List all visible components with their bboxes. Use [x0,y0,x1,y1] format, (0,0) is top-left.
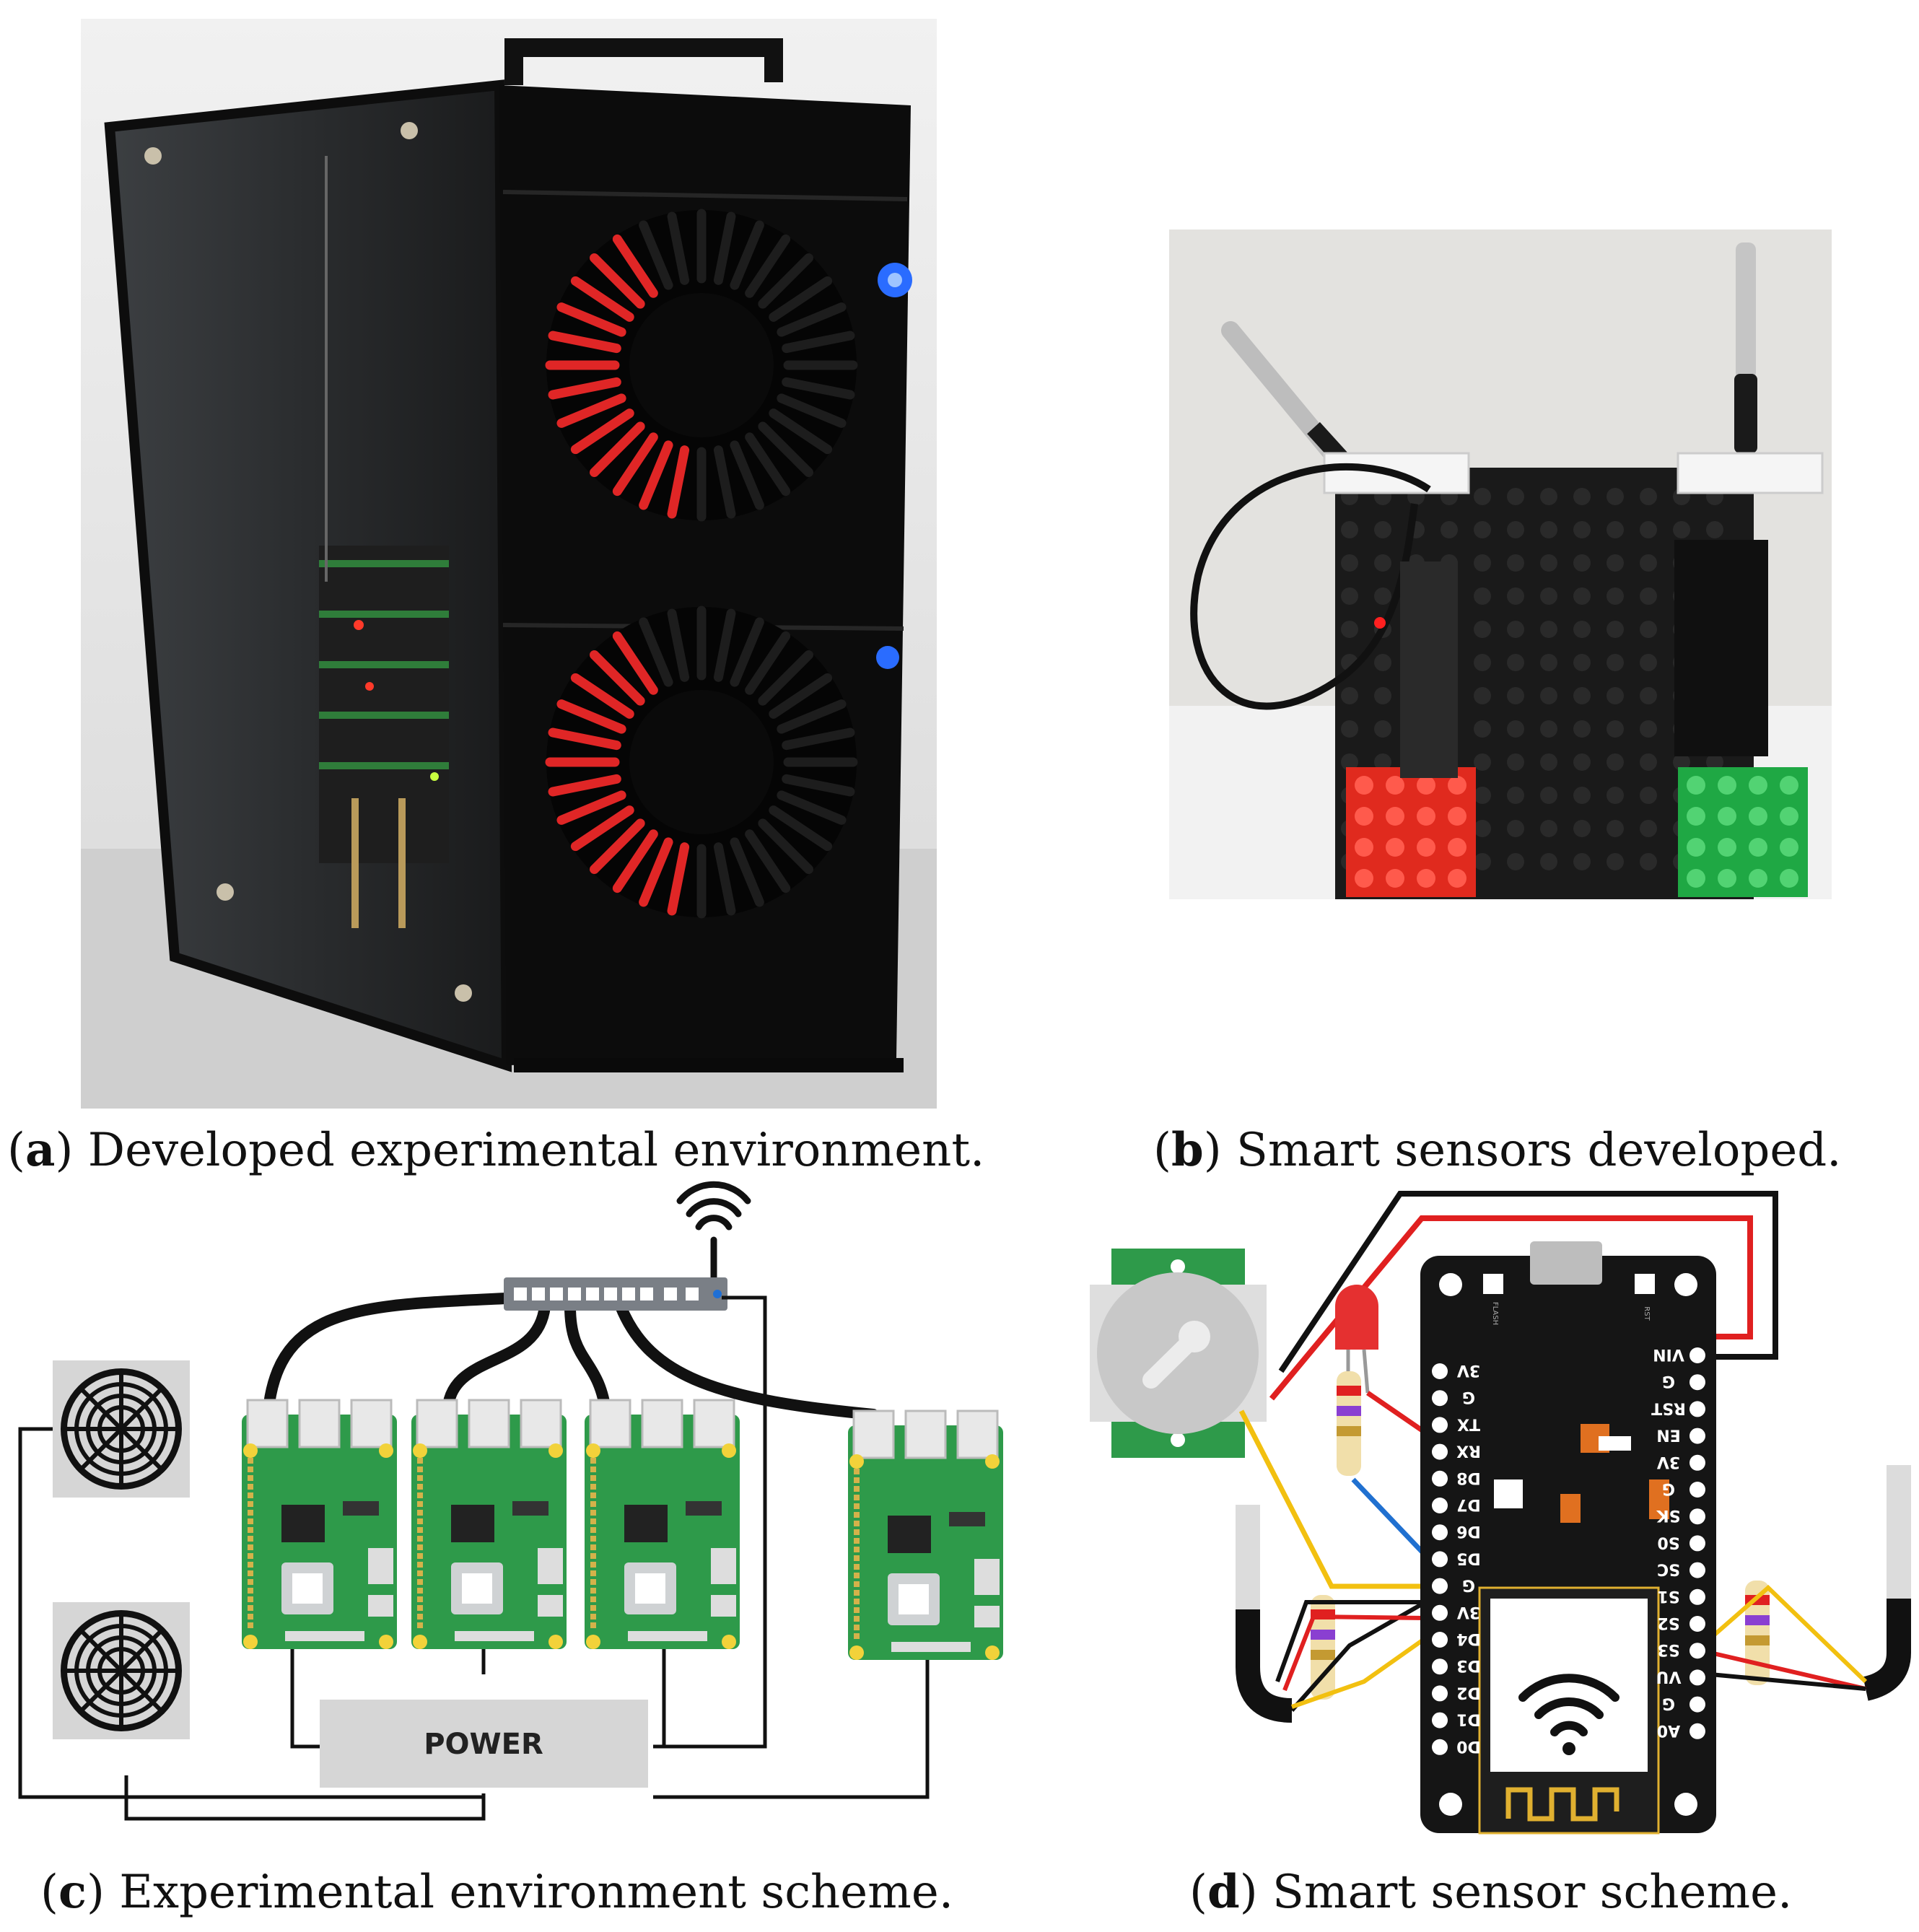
pin-hole [1689,1643,1705,1659]
status-led-icon [876,646,899,669]
fan-icon [53,1602,190,1739]
pin-hole [1432,1443,1448,1460]
caption-c: (c) Experimental environment scheme. [40,1865,954,1919]
pin-hole [1432,1498,1448,1513]
left-pin-label: D7 [1456,1495,1481,1513]
pin-hole [1432,1632,1448,1648]
front-fan-top-icon [545,209,858,522]
sensor-scheme-diagram: FLASH RST 3VGTXRXD8D7D6D5G3VD4D3D2D1D0VI… [1090,1191,1911,1835]
pin-hole [1432,1739,1448,1755]
experimental-environment-photo [81,19,937,1109]
pin-hole [1432,1604,1448,1621]
panel-a-photo [81,19,937,1109]
usb-port-icon [1530,1241,1602,1285]
left-pin-label: D2 [1456,1683,1481,1701]
raspberry-pi-stack [319,546,449,928]
smart-sensor-photo [1169,230,1832,901]
panel-c-scheme: POWER [0,1176,1025,1826]
temperature-probe-left-icon [1236,1505,1293,1723]
left-pin-label: 3V [1457,1603,1480,1621]
pin-hole [1689,1723,1705,1739]
temperature-probe-right-icon [1736,242,1756,380]
left-pin-label: D1 [1456,1710,1481,1728]
environment-scheme-diagram: POWER [18,1181,1003,1821]
resistor-icon [1311,1595,1335,1700]
front-fan-bottom-icon [545,606,858,919]
right-pin-label: SK [1656,1506,1681,1524]
right-pin-label: RST [1651,1399,1686,1417]
pin-hole [1432,1578,1448,1594]
pin-hole [1689,1428,1705,1444]
pin-hole [1689,1588,1705,1605]
pin-hole [1432,1685,1448,1702]
caption-b: (b) Smart sensors developed. [1153,1123,1842,1177]
right-pin-label: G [1662,1695,1675,1713]
left-pin-label: D8 [1456,1469,1481,1487]
resistor-icon [1337,1371,1361,1476]
left-pin-label: D3 [1456,1656,1481,1674]
sensor-led-icon [1374,617,1386,629]
pin-hole [1689,1374,1705,1391]
right-pin-label: G [1662,1479,1675,1498]
pin-hole [1432,1712,1448,1728]
left-pin-label: D5 [1456,1549,1481,1567]
pin-hole [1689,1347,1705,1363]
pin-hole [1689,1535,1705,1552]
right-pin-label: S1 [1657,1587,1679,1605]
pin-hole [1432,1524,1448,1541]
left-pin-label: G [1462,1576,1475,1594]
pir-sensor-icon [1090,1249,1267,1458]
right-pin-label: S2 [1657,1614,1679,1632]
pin-hole [1432,1417,1448,1433]
power-supply-box [320,1700,648,1788]
raspberry-pi-board-icon [411,1399,567,1649]
pin-hole [1689,1482,1705,1498]
svg-text:RST: RST [1643,1306,1651,1321]
left-pin-label: D6 [1456,1522,1481,1540]
right-pin-label: EN [1656,1426,1680,1444]
pin-hole [1689,1401,1705,1417]
wifi-icon [676,1181,751,1288]
right-pin-label: S3 [1657,1640,1679,1658]
right-pin-label: S0 [1657,1533,1679,1551]
raspberry-pi-board-icon [242,1399,397,1649]
right-pin-label: 3V [1657,1453,1680,1471]
caption-a: (a) Developed experimental environment. [7,1123,985,1177]
pin-hole [1689,1696,1705,1713]
pin-hole [1689,1616,1705,1632]
raspberry-pi-board-icon [585,1399,740,1649]
power-label: POWER [424,1728,543,1761]
pin-hole [1432,1470,1448,1487]
right-pin-label: VU [1656,1667,1682,1685]
pin-hole [1432,1551,1448,1568]
temperature-probe-right-icon [1862,1465,1911,1701]
right-pin-label: G [1662,1372,1675,1390]
module-wifi-icon [1518,1674,1619,1736]
left-pin-label: D4 [1456,1630,1481,1648]
pin-hole [1689,1508,1705,1525]
pin-hole [1689,1669,1705,1686]
right-pin-label: SC [1657,1560,1680,1578]
caption-d: (d) Smart sensor scheme. [1189,1865,1793,1919]
raspberry-pi-board-icon [848,1409,1003,1660]
pin-hole [1689,1454,1705,1471]
fan-icon [53,1360,190,1498]
right-pin-label: A0 [1657,1721,1680,1739]
pin-hole [1432,1658,1448,1675]
left-pin-label: D0 [1456,1737,1481,1755]
left-pin-label: TX [1457,1415,1480,1433]
pin-hole [1432,1363,1448,1379]
nodemcu-board: FLASH RST [1420,1241,1716,1835]
left-pin-label: RX [1456,1442,1481,1460]
svg-text:FLASH: FLASH [1491,1302,1499,1325]
network-switch-icon [504,1277,727,1311]
left-pin-label: G [1462,1388,1475,1406]
panel-b-photo [1169,230,1832,901]
pin-hole [1432,1390,1448,1407]
pin-hole [1689,1562,1705,1578]
right-pin-label: VIN [1653,1345,1684,1363]
left-pin-label: 3V [1457,1361,1480,1379]
